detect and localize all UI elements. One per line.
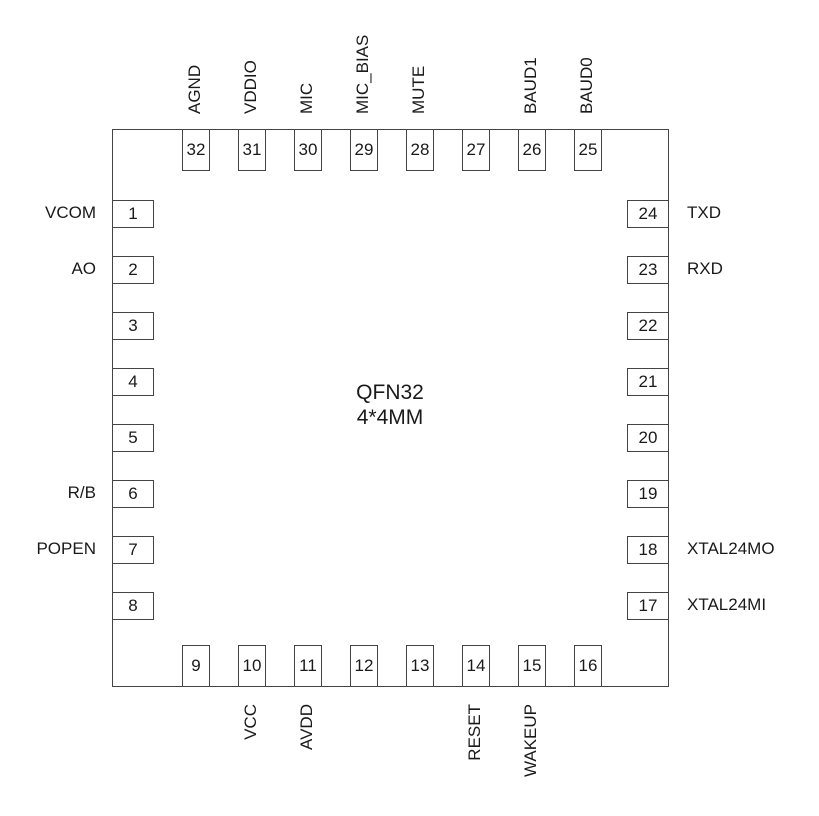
pin-box: 12 xyxy=(350,645,378,687)
package-label: QFN32 4*4MM xyxy=(300,380,480,430)
pin-box: 23 xyxy=(627,256,669,284)
chip-body xyxy=(112,129,669,687)
pin-label: MIC xyxy=(297,82,316,114)
pin-box: 25 xyxy=(574,129,602,171)
pin-label: R/B xyxy=(67,483,96,502)
pin-label: VDDIO xyxy=(241,60,260,114)
pin-box: 5 xyxy=(112,424,154,452)
pin-box: 1 xyxy=(112,200,154,228)
pin-box: 19 xyxy=(627,480,669,508)
pin-box: 6 xyxy=(112,480,154,508)
pin-box: 15 xyxy=(518,645,546,687)
pin-label: VCOM xyxy=(45,203,96,222)
pin-label: VCC xyxy=(241,704,260,740)
package-size: 4*4MM xyxy=(356,406,424,429)
pin-box: 14 xyxy=(462,645,490,687)
pin-box: 22 xyxy=(627,312,669,340)
pin-label: RXD xyxy=(687,259,723,278)
pin-box: 27 xyxy=(462,129,490,171)
pin-box: 32 xyxy=(182,129,210,171)
pin-label: AGND xyxy=(185,64,204,114)
pin-box: 28 xyxy=(406,129,434,171)
pin-box: 29 xyxy=(350,129,378,171)
pin-box: 26 xyxy=(518,129,546,171)
pin-label: MIC_BIAS xyxy=(353,34,372,114)
pin-label: BAUD0 xyxy=(577,57,596,114)
pin-label: AO xyxy=(71,259,96,278)
pin-label: MUTE xyxy=(409,65,428,114)
pin-box: 24 xyxy=(627,200,669,228)
pin-box: 3 xyxy=(112,312,154,340)
pin-box: 8 xyxy=(112,592,154,620)
pin-box: 10 xyxy=(238,645,266,687)
pin-label: XTAL24MI xyxy=(687,595,767,614)
pin-label: WAKEUP xyxy=(521,704,540,778)
pin-box: 2 xyxy=(112,256,154,284)
pin-label: TXD xyxy=(687,203,721,222)
pin-box: 17 xyxy=(627,592,669,620)
pin-label: AVDD xyxy=(297,704,316,750)
pin-box: 9 xyxy=(182,645,210,687)
pin-box: 20 xyxy=(627,424,669,452)
pin-box: 4 xyxy=(112,368,154,396)
pin-box: 13 xyxy=(406,645,434,687)
pin-box: 11 xyxy=(294,645,322,687)
pin-box: 21 xyxy=(627,368,669,396)
pin-box: 31 xyxy=(238,129,266,171)
pin-label: XTAL24MO xyxy=(687,539,775,558)
pin-box: 18 xyxy=(627,536,669,564)
package-name: QFN32 xyxy=(356,381,424,404)
pin-label: POPEN xyxy=(36,539,96,558)
pin-label: RESET xyxy=(465,704,484,761)
pin-box: 16 xyxy=(574,645,602,687)
pin-box: 7 xyxy=(112,536,154,564)
pin-label: BAUD1 xyxy=(521,57,540,114)
pin-box: 30 xyxy=(294,129,322,171)
